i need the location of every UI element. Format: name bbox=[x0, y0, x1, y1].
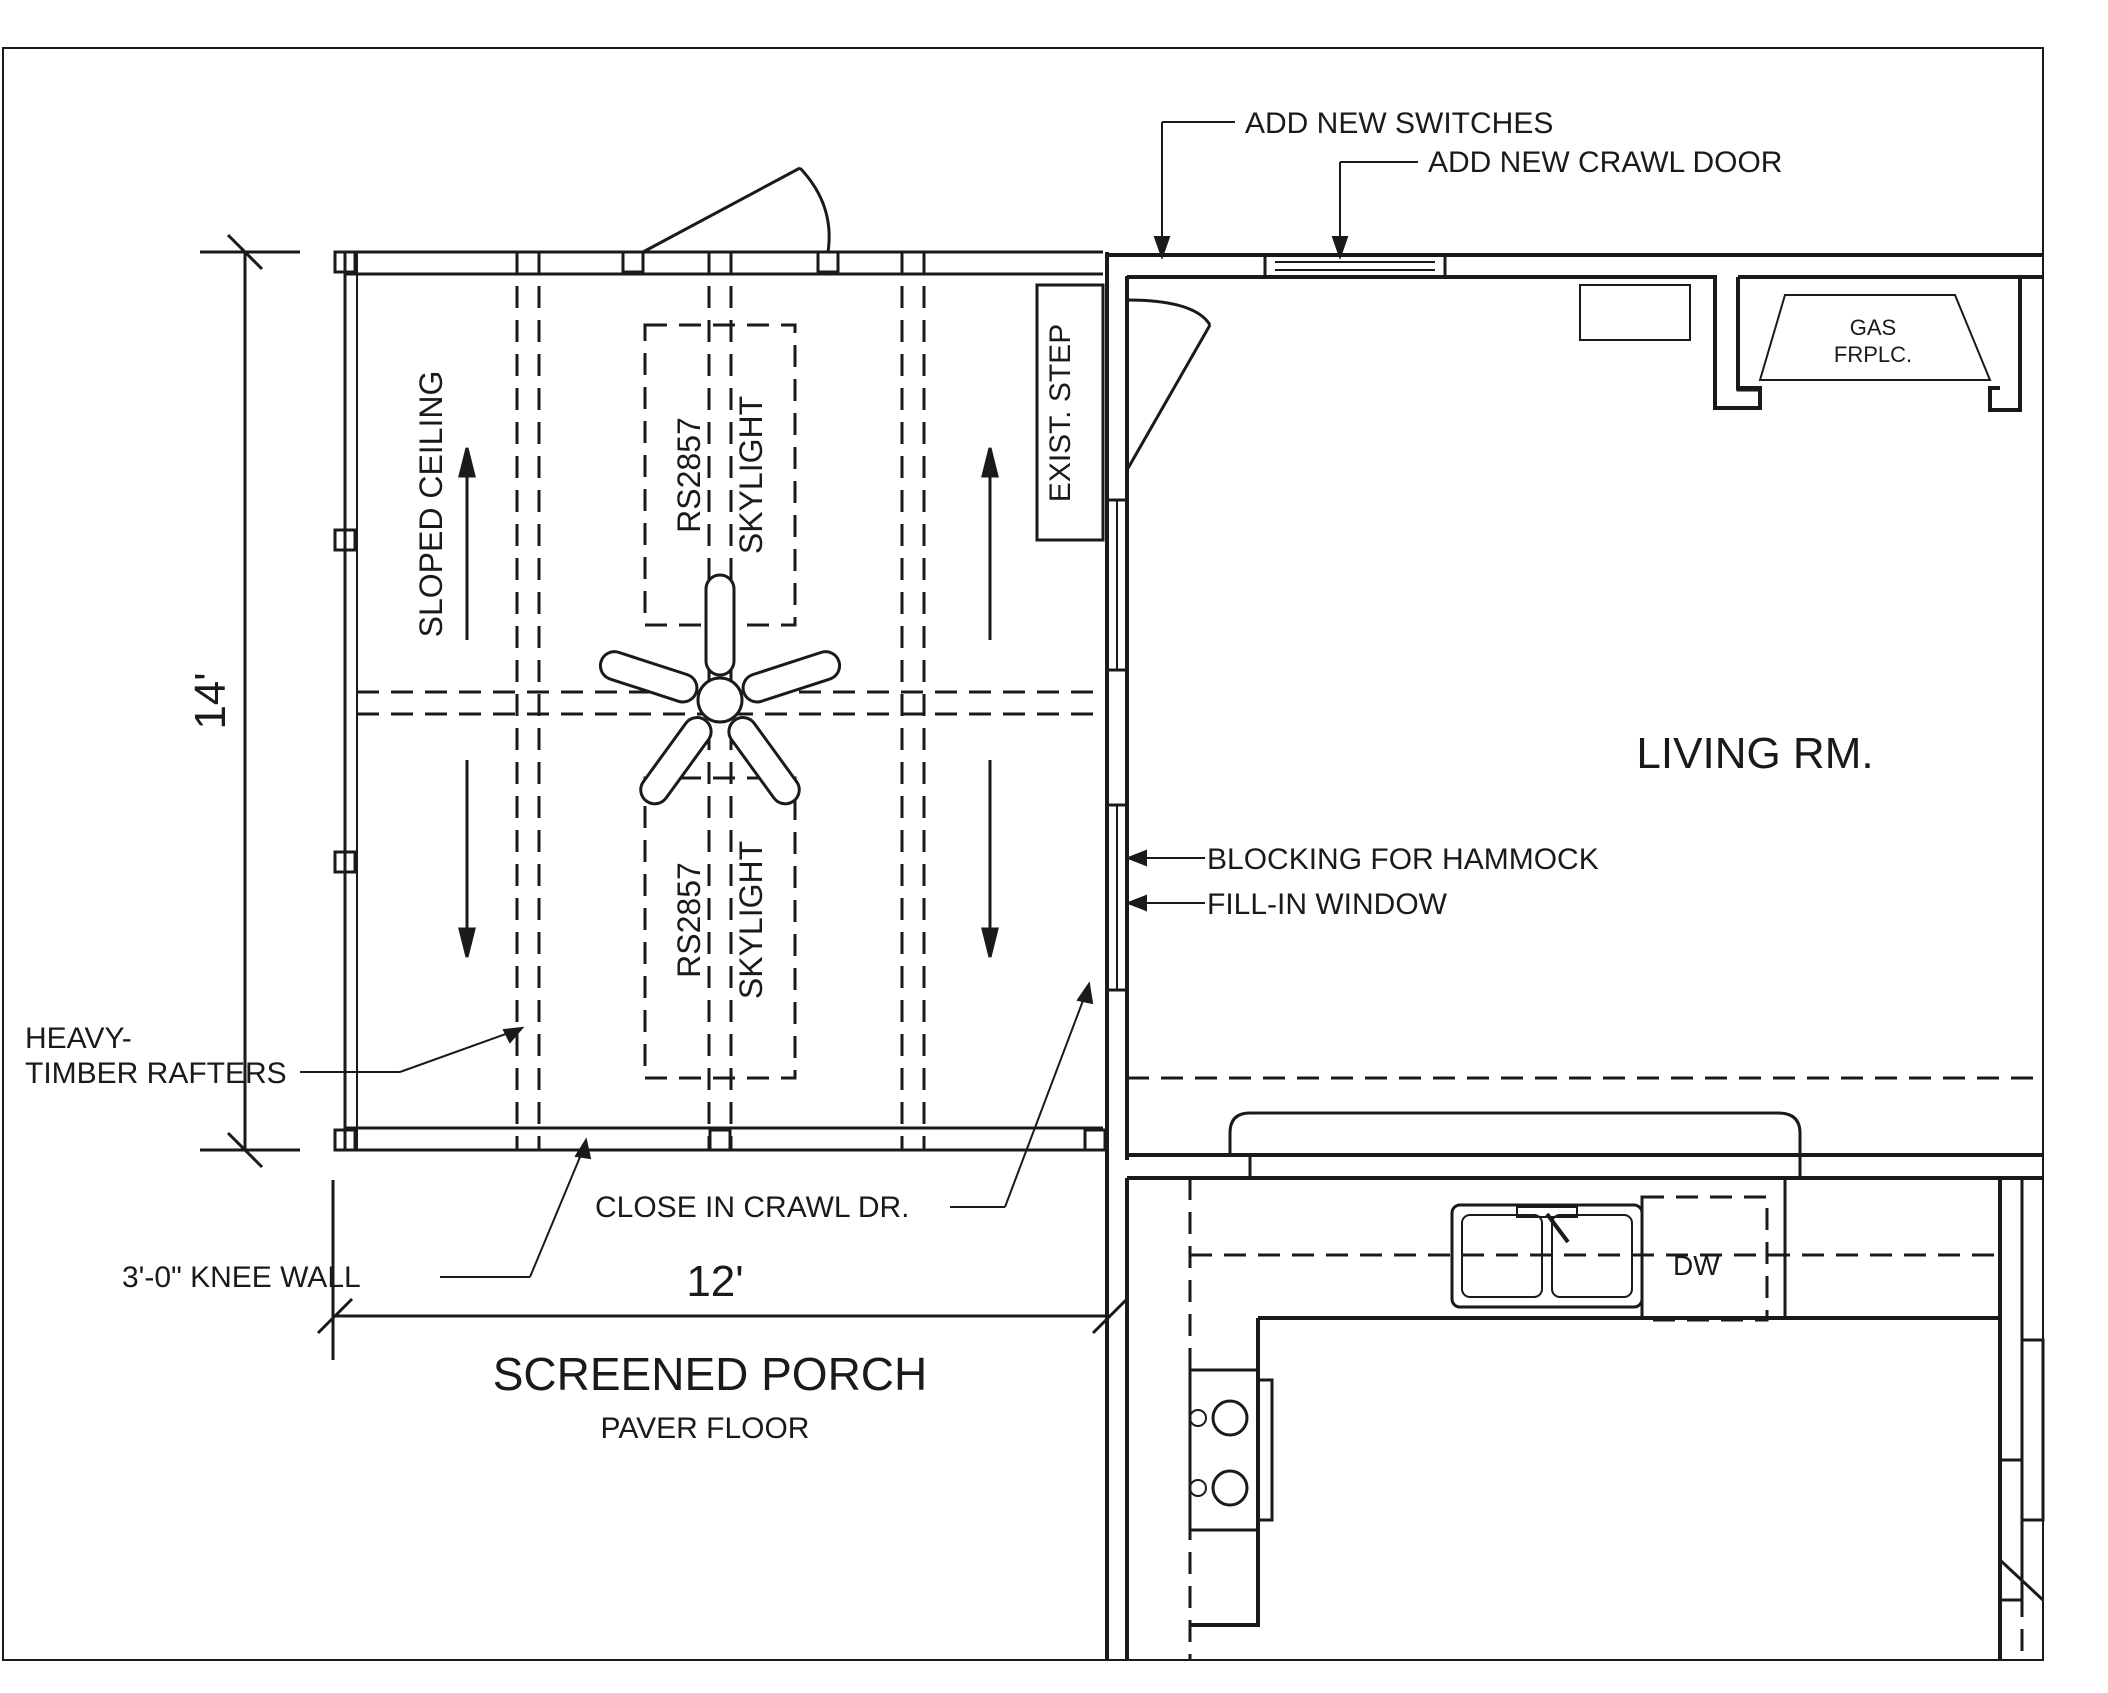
skylight-bottom-model: RS2857 bbox=[671, 862, 707, 978]
porch-structure bbox=[333, 166, 1107, 1152]
paver-floor-label: PAVER FLOOR bbox=[601, 1412, 810, 1445]
drawing-border bbox=[2, 47, 2044, 1661]
knee-wall-label: 3'-0" KNEE WALL bbox=[122, 1261, 361, 1294]
close-in-crawl-label: CLOSE IN CRAWL DR. bbox=[595, 1191, 910, 1224]
timber-rafters-label: TIMBER RAFTERS bbox=[25, 1057, 287, 1090]
fill-in-window-label: FILL-IN WINDOW bbox=[1207, 888, 1448, 921]
skylight-bottom bbox=[643, 776, 797, 1080]
blocking-label: BLOCKING FOR HAMMOCK bbox=[1207, 843, 1599, 876]
skylight-top-model: RS2857 bbox=[671, 417, 707, 533]
living-room-label: LIVING RM. bbox=[1636, 729, 1873, 778]
close-in-crawl-leader bbox=[950, 981, 1094, 1208]
dimension-depth bbox=[200, 233, 300, 1169]
dimension-width bbox=[316, 1180, 1129, 1360]
skylight-bottom-label: SKYLIGHT bbox=[733, 841, 769, 999]
ceiling-fan-icon bbox=[598, 573, 842, 806]
heavy-timber-rafters bbox=[357, 252, 1103, 1150]
gas-label: GAS bbox=[1850, 315, 1896, 340]
skylight-top-label: SKYLIGHT bbox=[733, 396, 769, 554]
exist-step-label: EXIST. STEP bbox=[1044, 324, 1077, 502]
switches-leader bbox=[1153, 121, 1235, 261]
fill-in-window-leader bbox=[1125, 894, 1205, 912]
heavy-label: HEAVY- bbox=[25, 1022, 132, 1055]
blocking-leader bbox=[1125, 849, 1205, 867]
dimension-depth-label: 14' bbox=[186, 672, 235, 729]
add-switches-label: ADD NEW SWITCHES bbox=[1245, 107, 1553, 140]
screened-porch-label: SCREENED PORCH bbox=[493, 1348, 928, 1400]
add-crawl-door-label: ADD NEW CRAWL DOOR bbox=[1428, 146, 1782, 179]
knee-wall-leader bbox=[440, 1137, 592, 1278]
rafters-leader bbox=[300, 1026, 525, 1073]
dishwasher-label: DW bbox=[1673, 1250, 1720, 1281]
slope-arrows bbox=[458, 447, 999, 958]
frplc-label: FRPLC. bbox=[1834, 342, 1912, 367]
house-walls bbox=[1035, 252, 2045, 1660]
dimension-width-label: 12' bbox=[686, 1257, 743, 1306]
sloped-ceiling-label: SLOPED CEILING bbox=[413, 371, 449, 638]
crawl-door-leader bbox=[1331, 161, 1418, 261]
